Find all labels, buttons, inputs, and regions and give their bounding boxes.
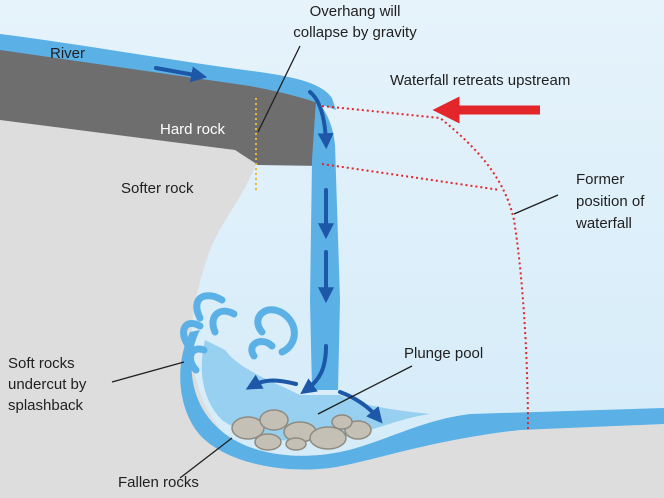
falling-water: [310, 100, 340, 390]
splash-arrow-left: [245, 374, 298, 390]
softer-rock-mass: [0, 92, 664, 498]
label-soft-rocks-1: Soft rocks: [8, 355, 75, 372]
label-soft-rocks-3: splashback: [8, 397, 84, 414]
label-overhang-1: Overhang will: [310, 3, 401, 20]
label-former-3: waterfall: [575, 215, 632, 232]
label-former-2: position of: [576, 193, 645, 210]
leader-fallen-rocks: [179, 437, 233, 479]
label-river: River: [50, 45, 85, 62]
splashback-arrows: [245, 374, 383, 424]
leader-former: [513, 194, 559, 215]
plunge-pool-water: [180, 330, 664, 470]
splashback-swirls: [180, 292, 298, 374]
label-overhang-2: collapse by gravity: [293, 24, 417, 41]
label-fallen-rocks: Fallen rocks: [118, 474, 199, 491]
label-former-1: Former: [576, 171, 624, 188]
river-flow-arrow: [154, 66, 208, 83]
label-plunge-pool: Plunge pool: [404, 345, 483, 362]
splash-arrow-right: [338, 390, 383, 424]
fall-arrow-4: [300, 344, 328, 395]
label-soft-rocks-2: undercut by: [8, 376, 87, 393]
hard-rock-layer: [0, 46, 322, 166]
leader-plunge-pool: [317, 365, 413, 415]
label-softer-rock: Softer rock: [121, 180, 194, 197]
label-hard-rock: Hard rock: [160, 121, 226, 138]
fallen-rocks-pile: [231, 409, 372, 451]
leader-lines: [111, 45, 559, 479]
leader-soft-rocks: [111, 361, 185, 383]
label-retreats-upstream: Waterfall retreats upstream: [390, 72, 570, 89]
fall-arrow-1: [308, 90, 334, 150]
flow-arrows: [154, 66, 334, 395]
former-position-outline: [321, 105, 529, 433]
leader-overhang: [257, 45, 301, 133]
